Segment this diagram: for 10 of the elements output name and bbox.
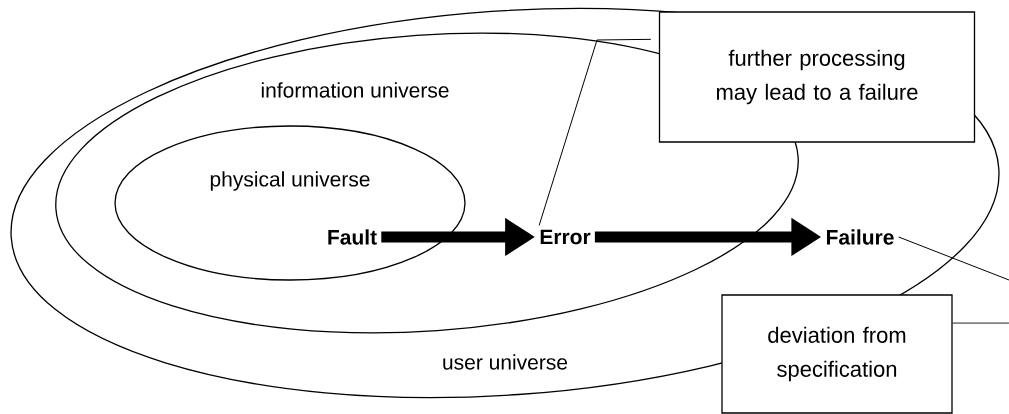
- leader-line: [538, 38, 652, 226]
- leader-line: [952, 322, 1009, 324]
- region-label: information universe: [261, 82, 449, 98]
- region-label: physical universe: [210, 171, 370, 191]
- term-label: Failure: [827, 229, 894, 245]
- leader-line: [898, 236, 1009, 281]
- callout-box: deviation from specification: [721, 294, 953, 414]
- term-label: Fault: [328, 229, 377, 245]
- term-label: Error: [540, 229, 591, 245]
- region-label: user universe: [443, 354, 568, 370]
